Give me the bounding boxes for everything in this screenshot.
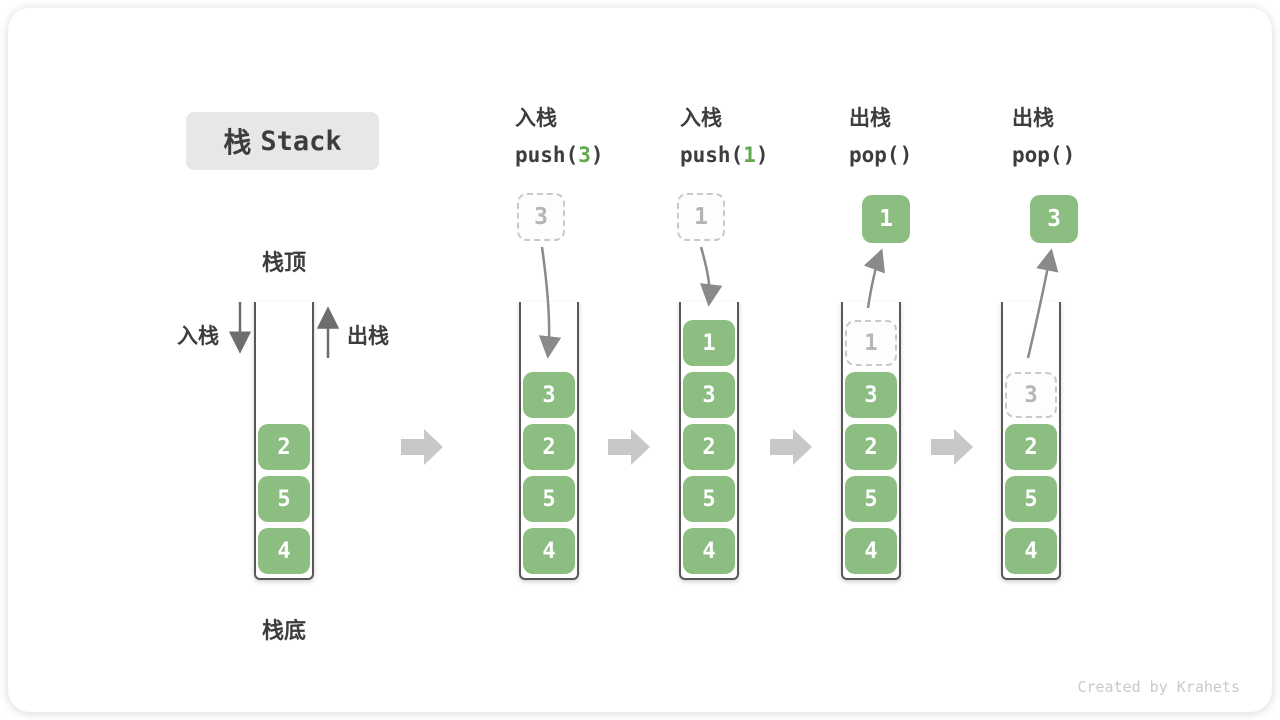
op-code-pre: pop(	[1012, 143, 1063, 167]
op-label-pop-1: 出栈 pop()	[849, 106, 1019, 168]
op-code: push(1)	[680, 142, 850, 168]
popped-element-box: 1	[862, 195, 910, 243]
stack-top-label: 栈顶	[261, 250, 306, 275]
op-code-post: )	[590, 143, 604, 167]
stack-block: 3	[523, 372, 575, 418]
popped-element-box: 3	[1030, 195, 1078, 243]
stack-block: 4	[258, 528, 310, 574]
title-en: Stack	[260, 125, 342, 157]
stack-block: 4	[523, 528, 575, 574]
stack-state-push1: 1 3 2 5 4	[679, 302, 739, 580]
op-code: pop()	[1012, 142, 1182, 168]
stack-block: 3	[845, 372, 897, 418]
op-code-pre: push(	[515, 143, 579, 167]
push-side-label: 入栈	[177, 325, 219, 348]
title-zh: 栈	[223, 127, 252, 158]
op-code-arg: 1	[743, 143, 756, 167]
op-name: 出栈	[1012, 107, 1054, 130]
stack-block: 4	[845, 528, 897, 574]
stack-block: 2	[1005, 424, 1057, 470]
stack-state-initial: 2 5 4	[254, 302, 314, 580]
op-code: push(3)	[515, 142, 685, 168]
stack-block: 4	[683, 528, 735, 574]
stack-block: 3	[683, 372, 735, 418]
stack-bottom-label: 栈底	[261, 618, 306, 643]
stack-block: 2	[845, 424, 897, 470]
stack-block: 5	[845, 476, 897, 522]
watermark: Created by Krahets	[1077, 678, 1240, 696]
op-name: 入栈	[515, 107, 557, 130]
op-code-post: )	[755, 143, 769, 167]
op-code-pre: push(	[680, 143, 744, 167]
stack-block: 5	[1005, 476, 1057, 522]
stack-state-pop1: 1 3 2 5 4	[841, 302, 901, 580]
stack-block: 5	[523, 476, 575, 522]
transition-arrow-icon	[770, 429, 812, 465]
stack-block: 2	[258, 424, 310, 470]
stack-block: 2	[523, 424, 575, 470]
op-code-post: )	[899, 143, 913, 167]
stack-state-push3: 3 2 5 4	[519, 302, 579, 580]
stack-block: 1	[683, 320, 735, 366]
incoming-element-box: 3	[517, 193, 565, 241]
op-name: 出栈	[849, 107, 891, 130]
stack-state-pop2: 3 2 5 4	[1001, 302, 1061, 580]
op-code-post: )	[1062, 143, 1076, 167]
op-label-pop-2: 出栈 pop()	[1012, 106, 1182, 168]
pop-1-motion-arrow	[863, 248, 885, 309]
removed-block-placeholder: 1	[845, 320, 897, 366]
op-label-push-1: 入栈 push(1)	[680, 106, 850, 168]
stack-block: 5	[683, 476, 735, 522]
pop-side-label: 出栈	[347, 325, 389, 348]
stack-block: 2	[683, 424, 735, 470]
transition-arrow-icon	[608, 429, 650, 465]
removed-block-placeholder: 3	[1005, 372, 1057, 418]
op-name: 入栈	[680, 107, 722, 130]
op-label-push-3: 入栈 push(3)	[515, 106, 685, 168]
stack-block: 4	[1005, 528, 1057, 574]
transition-arrow-icon	[931, 429, 973, 465]
push-1-motion-arrow	[699, 246, 723, 307]
op-code-pre: pop(	[849, 143, 900, 167]
stack-block: 5	[258, 476, 310, 522]
transition-arrow-icon	[401, 429, 443, 465]
op-code-arg: 3	[578, 143, 591, 167]
diagram-title-box: 栈 Stack	[186, 112, 379, 170]
incoming-element-box: 1	[677, 193, 725, 241]
op-code: pop()	[849, 142, 1019, 168]
